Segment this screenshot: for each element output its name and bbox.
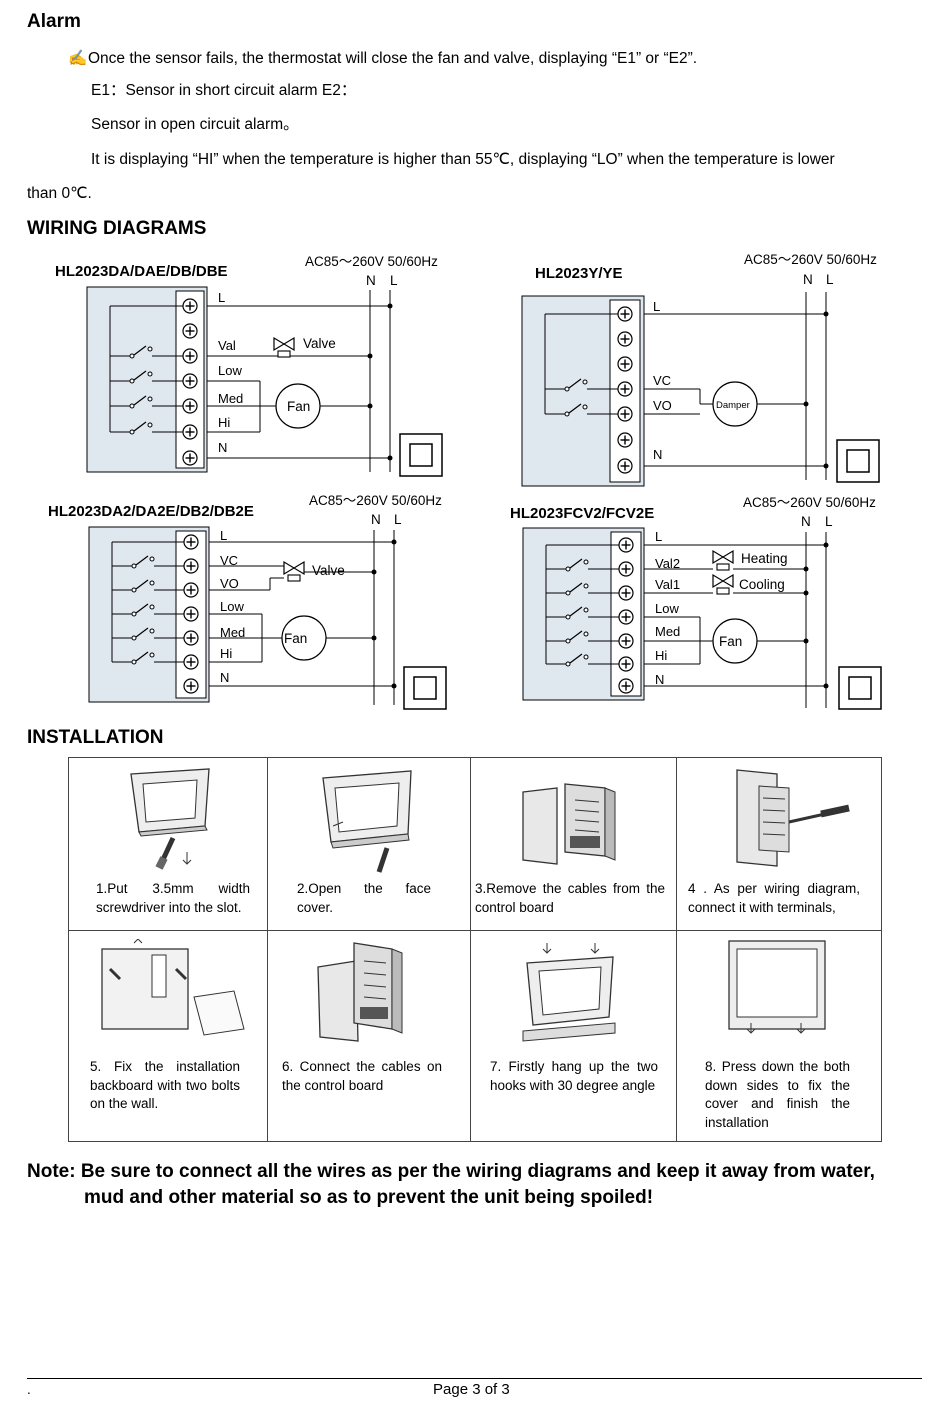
wiring-diagram-3: HL2023DA2/DA2E/DB2/DB2E AC85～260V 50/60H… [48, 493, 447, 710]
d3-title: HL2023DA2/DA2E/DB2/DB2E [48, 503, 254, 520]
wiring-diagrams-figure: HL2023DA/DAE/DB/DBE AC85～260V 50/60Hz N … [48, 252, 882, 710]
step-cell-1: 1.Put 3.5mm width screwdriver into the s… [69, 758, 268, 931]
d1-n: N [366, 273, 376, 288]
d2-n: N [803, 272, 813, 287]
step-2-caption: 2.Open the face cover. [297, 881, 431, 915]
d3-label-l: L [220, 528, 227, 543]
note-line-2: mud and other material so as to prevent … [84, 1187, 654, 1208]
d2-label-n: N [653, 447, 662, 462]
d1-supply: AC85～260V 50/60Hz [305, 254, 438, 269]
d1-valve: Valve [303, 336, 336, 351]
d1-label-l: L [218, 290, 225, 305]
step-3-caption: 3.Remove the cables from the control boa… [475, 881, 665, 915]
note-line-1: Note: Be sure to connect all the wires a… [27, 1161, 875, 1182]
d3-valve: Valve [312, 563, 345, 578]
d4-label-hi: Hi [655, 648, 667, 663]
d4-label-val1: Val1 [655, 577, 680, 592]
step-cell-7: 7. Firstly hang up the two hooks with 30… [471, 931, 677, 1141]
d3-n: N [371, 512, 381, 527]
step-3-illustration [522, 783, 616, 865]
footer-rule [27, 1378, 922, 1379]
d4-heating: Heating [741, 551, 788, 566]
alarm-line-4: It is displaying “HI” when the temperatu… [91, 151, 835, 168]
d3-label-hi: Hi [220, 646, 232, 661]
d4-supply: AC85～260V 50/60Hz [743, 495, 876, 510]
d4-n: N [801, 514, 811, 529]
d2-label-vo: VO [653, 398, 672, 413]
d4-title: HL2023FCV2/FCV2E [510, 505, 654, 522]
step-cell-5: 5. Fix the installation backboard with t… [69, 931, 268, 1141]
step-4-illustration [736, 769, 850, 867]
d3-label-low: Low [220, 599, 244, 614]
wiring-diagram-4: HL2023FCV2/FCV2E AC85～260V 50/60Hz N L F… [510, 495, 882, 710]
d2-supply: AC85～260V 50/60Hz [744, 252, 877, 267]
d3-label-med: Med [220, 625, 245, 640]
wiring-heading: WIRING DIAGRAMS [27, 218, 207, 239]
d1-label-hi: Hi [218, 415, 230, 430]
step-cell-3: 3.Remove the cables from the control boa… [471, 758, 677, 931]
d1-label-val: Val [218, 338, 236, 353]
d1-label-low: Low [218, 363, 242, 378]
step-7-caption: 7. Firstly hang up the two hooks with 30… [490, 1059, 658, 1093]
pencil-icon: ✍ [68, 50, 88, 67]
step-cell-2: 2.Open the face cover. [268, 758, 471, 931]
d2-label-vc: VC [653, 373, 671, 388]
alarm-line-1: Once the sensor fails, the thermostat wi… [88, 50, 698, 67]
installation-grid: 1.Put 3.5mm width screwdriver into the s… [68, 757, 882, 1142]
d1-fan: Fan [287, 399, 310, 414]
d2-label-l: L [653, 299, 660, 314]
step-8-illustration [728, 940, 826, 1034]
installation-heading: INSTALLATION [27, 727, 164, 748]
alarm-line-2: E1：Sensor in short circuit alarm E2： [91, 82, 357, 99]
alarm-line-3: Sensor in open circuit alarm。 [91, 116, 299, 133]
step-1-illustration [130, 768, 210, 870]
wiring-diagram-2: HL2023Y/YE AC85～260V 50/60Hz N L Damper … [521, 252, 880, 487]
d3-label-vc: VC [220, 553, 238, 568]
d4-fan: Fan [719, 634, 742, 649]
page-number: Page 3 of 3 [433, 1381, 510, 1398]
d3-l: L [394, 512, 402, 527]
d4-label-med: Med [655, 624, 680, 639]
d3-supply: AC85～260V 50/60Hz [309, 493, 442, 508]
d3-fan: Fan [284, 631, 307, 646]
d4-l: L [825, 514, 833, 529]
d4-cooling: Cooling [739, 577, 785, 592]
d4-label-low: Low [655, 601, 679, 616]
d2-title: HL2023Y/YE [535, 265, 623, 282]
step-5-caption: 5. Fix the installation backboard with t… [90, 1059, 240, 1111]
d3-label-n: N [220, 670, 229, 685]
alarm-heading: Alarm [27, 11, 81, 32]
step-7-illustration [522, 943, 616, 1042]
step-6-illustration [317, 942, 403, 1042]
d1-label-n: N [218, 440, 227, 455]
alarm-line-5: than 0℃. [27, 185, 92, 202]
footer-dot: . [27, 1382, 31, 1397]
d2-damper: Damper [716, 400, 750, 411]
d1-title: HL2023DA/DAE/DB/DBE [55, 263, 228, 280]
step-2-illustration [322, 770, 412, 873]
step-cell-4: 4 . As per wiring diagram, connect it wi… [677, 758, 881, 931]
d4-label-l: L [655, 529, 662, 544]
step-4-caption: 4 . As per wiring diagram, connect it wi… [688, 881, 860, 915]
d3-label-vo: VO [220, 576, 239, 591]
step-5-illustration [101, 939, 245, 1036]
d1-l: L [390, 273, 398, 288]
d2-l: L [826, 272, 834, 287]
d1-label-med: Med [218, 391, 243, 406]
wiring-diagram-1: HL2023DA/DAE/DB/DBE AC85～260V 50/60Hz N … [55, 254, 443, 477]
d4-label-val2: Val2 [655, 556, 680, 571]
step-cell-6: 6. Connect the cables on the control boa… [268, 931, 471, 1141]
step-6-caption: 6. Connect the cables on the control boa… [282, 1059, 442, 1093]
d4-label-n: N [655, 672, 664, 687]
step-cell-8: 8. Press down the both down sides to fix… [677, 931, 881, 1141]
step-8-caption: 8. Press down the both down sides to fix… [705, 1059, 850, 1130]
step-1-caption: 1.Put 3.5mm width screwdriver into the s… [96, 881, 250, 915]
